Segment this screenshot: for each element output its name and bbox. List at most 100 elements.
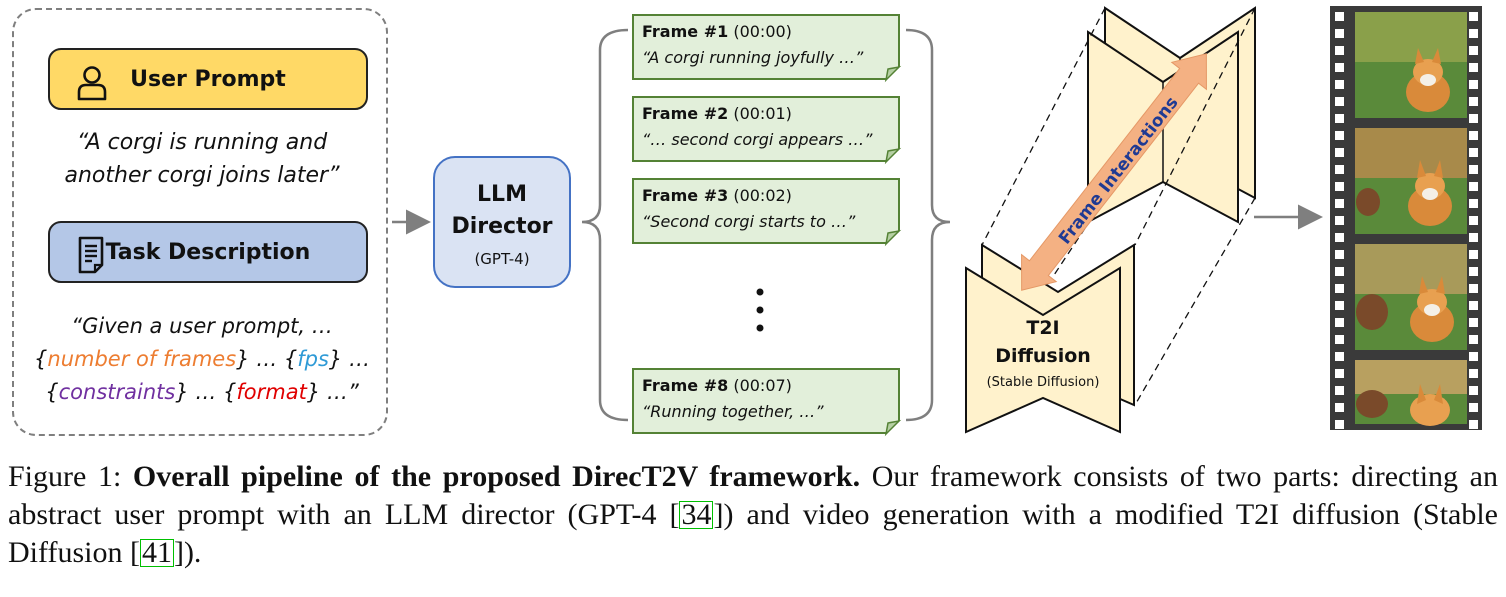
sprocket-hole xyxy=(1335,250,1344,259)
diffusion-label: Diffusion xyxy=(995,345,1091,367)
sprocket-hole xyxy=(1335,46,1344,55)
sprocket-hole xyxy=(1335,182,1344,191)
ellipsis-dot xyxy=(756,324,764,332)
sprocket-hole xyxy=(1469,250,1478,259)
user-prompt-quote: “A corgi is running and another corgi jo… xyxy=(26,126,378,192)
video-frame-1 xyxy=(1355,12,1467,118)
frame-box-2: Frame #2 (00:01) “… second corgi appears… xyxy=(632,96,900,162)
sprocket-hole xyxy=(1469,403,1478,412)
llm-title-line2: Director xyxy=(451,214,553,239)
sprocket-hole xyxy=(1335,403,1344,412)
frame-box-1: Frame #1 (00:00) “A corgi running joyful… xyxy=(632,14,900,80)
task-description-quote: “Given a user prompt, … {number of frame… xyxy=(26,310,378,409)
user-prompt-quote-line1: “A corgi is running and xyxy=(76,130,328,155)
right-brace xyxy=(905,28,951,422)
brace-open: { xyxy=(34,347,48,371)
sprocket-hole xyxy=(1469,335,1478,344)
frame-time: (00:07) xyxy=(733,376,792,395)
frame-time: (00:01) xyxy=(733,104,792,123)
sprocket-hole xyxy=(1469,352,1478,361)
brace-end: } …” xyxy=(306,380,359,404)
user-prompt-box: User Prompt xyxy=(48,48,368,110)
t2i-label: T2I xyxy=(1026,317,1059,339)
sprocket-hole xyxy=(1469,369,1478,378)
caption-text1: Our framework consists of two parts: dir… xyxy=(8,460,1498,531)
sprocket-hole xyxy=(1335,131,1344,140)
sprocket-hole xyxy=(1335,97,1344,106)
sprocket-hole xyxy=(1469,301,1478,310)
sprocket-hole xyxy=(1335,216,1344,225)
fps-placeholder: fps xyxy=(297,347,329,371)
sprocket-hole xyxy=(1335,318,1344,327)
sprocket-hole xyxy=(1469,318,1478,327)
task-quote-line1: “Given a user prompt, … xyxy=(71,314,333,338)
frame-box-8: Frame #8 (00:07) “Running together, …” xyxy=(632,368,900,434)
user-prompt-label: User Prompt xyxy=(130,66,286,92)
caption-bold: Overall pipeline of the proposed DirecT2… xyxy=(132,460,861,493)
ellipsis-dot xyxy=(756,306,764,314)
sprocket-hole xyxy=(1335,369,1344,378)
video-frame-2 xyxy=(1355,128,1467,234)
brace-mid: } … { xyxy=(175,380,237,404)
frame-time: (00:02) xyxy=(733,186,792,205)
video-frame-4 xyxy=(1355,360,1467,426)
sprocket-hole xyxy=(1335,29,1344,38)
format-placeholder: format xyxy=(236,380,307,404)
task-quote-line3: {constraints} … {format} …” xyxy=(26,376,378,409)
sprocket-hole xyxy=(1469,29,1478,38)
sprocket-hole xyxy=(1469,46,1478,55)
sprocket-hole xyxy=(1335,199,1344,208)
brace-mid: } … { xyxy=(236,347,298,371)
sprocket-hole xyxy=(1335,114,1344,123)
left-brace xyxy=(581,28,629,422)
sprocket-hole xyxy=(1335,63,1344,72)
user-icon xyxy=(77,66,107,101)
film-strip xyxy=(1330,6,1482,430)
sprocket-hole xyxy=(1469,114,1478,123)
sprocket-hole xyxy=(1335,301,1344,310)
stable-diffusion-label: (Stable Diffusion) xyxy=(987,375,1100,390)
caption-text3: ]). xyxy=(173,536,202,569)
sprocket-hole xyxy=(1469,386,1478,395)
constraints-placeholder: constraints xyxy=(58,380,176,404)
brace-open: { xyxy=(45,380,59,404)
frame-label: Frame #8 xyxy=(642,376,729,395)
sprocket-hole xyxy=(1469,97,1478,106)
number-of-frames-placeholder: number of frames xyxy=(47,347,237,371)
brace-end: } … xyxy=(328,347,370,371)
citation-link[interactable]: 34 xyxy=(679,498,714,531)
sprocket-hole xyxy=(1469,165,1478,174)
sprocket-hole xyxy=(1335,386,1344,395)
diffusion-panel-front xyxy=(965,266,1121,434)
llm-title-line1: LLM xyxy=(477,182,527,207)
frame-text: “… second corgi appears …” xyxy=(642,130,873,149)
frame-text: “A corgi running joyfully …” xyxy=(642,48,864,67)
caption-text2: ]) and video generation with a modified … xyxy=(8,498,1498,569)
sprocket-hole xyxy=(1469,182,1478,191)
task-description-label: Task Description xyxy=(105,239,311,265)
frame-text: “Second corgi starts to …” xyxy=(642,212,856,231)
sprocket-hole xyxy=(1469,199,1478,208)
task-description-box: Task Description xyxy=(48,221,368,283)
llm-subtitle: (GPT-4) xyxy=(474,250,530,268)
film-sprockets xyxy=(1335,12,1478,429)
sprocket-hole xyxy=(1335,233,1344,242)
sprocket-hole xyxy=(1335,352,1344,361)
sprocket-hole xyxy=(1469,80,1478,89)
sprocket-hole xyxy=(1335,335,1344,344)
sprocket-hole xyxy=(1469,233,1478,242)
frame-label: Frame #1 xyxy=(642,22,729,41)
sprocket-hole xyxy=(1335,148,1344,157)
video-frame-3 xyxy=(1355,244,1467,350)
frame-label: Frame #3 xyxy=(642,186,729,205)
citation-link[interactable]: 41 xyxy=(139,536,174,569)
sprocket-hole xyxy=(1335,420,1344,429)
sprocket-hole xyxy=(1469,420,1478,429)
user-prompt-quote-line2: another corgi joins later” xyxy=(64,163,340,188)
caption-prefix: Figure 1: xyxy=(8,460,133,493)
llm-director-box: LLM Director (GPT-4) xyxy=(433,156,571,288)
frame-text: “Running together, …” xyxy=(642,402,824,421)
sprocket-hole xyxy=(1335,267,1344,276)
sprocket-hole xyxy=(1469,148,1478,157)
pipeline-graphics: Frame Interactions T2I Diffusion (Stable… xyxy=(392,6,1482,434)
